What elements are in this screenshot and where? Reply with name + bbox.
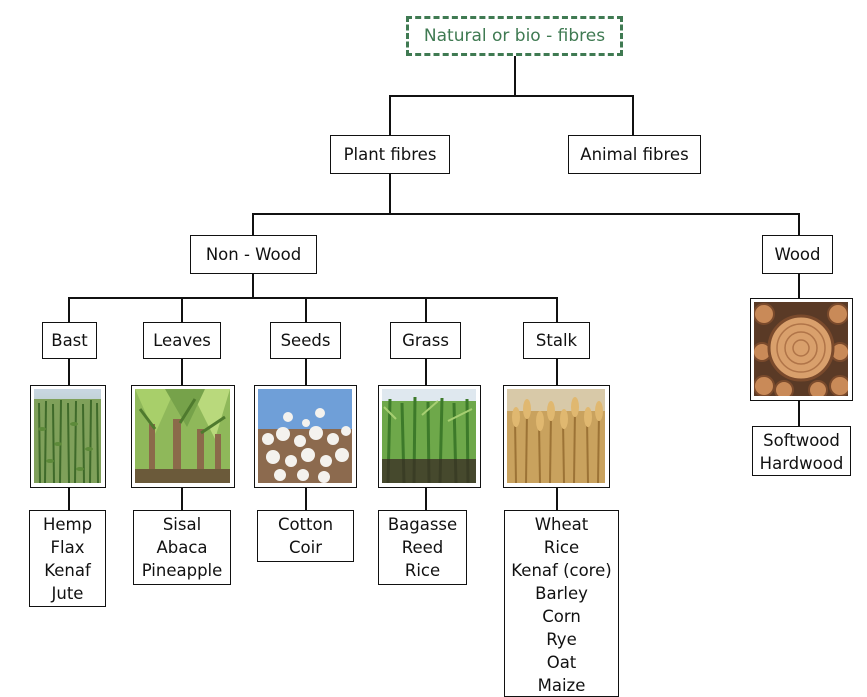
leaves-node: Leaves — [143, 322, 221, 359]
wood-node: Wood — [762, 235, 833, 274]
connector — [252, 213, 254, 235]
connector — [798, 273, 800, 298]
connector — [305, 358, 307, 385]
animal-fibres-node: Animal fibres — [568, 135, 701, 174]
list-item: Cotton — [277, 515, 334, 534]
log-pile-photo — [750, 298, 853, 401]
connector — [68, 358, 70, 385]
connector — [425, 487, 427, 510]
bast-node: Bast — [42, 322, 97, 359]
sugarcane-photo — [378, 385, 481, 488]
connector — [68, 297, 557, 299]
list-item: Maize — [537, 676, 586, 695]
connector — [181, 487, 183, 510]
list-item: Corn — [542, 607, 581, 626]
list-item: Bagasse — [387, 515, 458, 534]
wheat-field-photo — [503, 385, 610, 488]
list-item: Sisal — [162, 515, 202, 534]
list-item: Hardwood — [759, 454, 844, 473]
list-item: Kenaf (core) — [511, 561, 612, 580]
list-item: Rye — [546, 630, 577, 649]
stalk-node: Stalk — [523, 322, 590, 359]
grass-node: Grass — [390, 322, 461, 359]
bast-list: Hemp Flax Kenaf Jute — [29, 510, 106, 607]
connector — [632, 95, 634, 135]
banana-plant-photo — [131, 385, 235, 488]
list-item: Jute — [51, 584, 84, 603]
non-wood-node: Non - Wood — [190, 235, 317, 274]
list-item: Coir — [289, 538, 322, 557]
seeds-list: Cotton Coir — [257, 510, 354, 562]
connector — [252, 213, 799, 215]
connector — [305, 297, 307, 322]
list-item: Flax — [50, 538, 85, 557]
connector — [798, 400, 800, 426]
connector — [252, 273, 254, 298]
wood-list: Softwood Hardwood — [752, 426, 851, 476]
connector — [798, 213, 800, 235]
connector — [556, 487, 558, 510]
list-item: Barley — [535, 584, 588, 603]
seeds-node: Seeds — [270, 322, 341, 359]
list-item: Pineapple — [141, 561, 223, 580]
list-item: Kenaf — [44, 561, 91, 580]
list-item: Hemp — [42, 515, 93, 534]
list-item: Softwood — [763, 431, 840, 450]
hemp-stalks-photo — [30, 385, 106, 488]
list-item: Rice — [404, 561, 441, 580]
grass-list: Bagasse Reed Rice — [378, 510, 467, 585]
leaves-list: Sisal Abaca Pineapple — [133, 510, 231, 585]
cotton-bolls-photo — [254, 385, 357, 488]
connector — [181, 358, 183, 385]
stalk-list: Wheat Rice Kenaf (core) Barley Corn Rye … — [504, 510, 619, 697]
list-item: Abaca — [156, 538, 208, 557]
connector — [425, 297, 427, 322]
list-item: Oat — [546, 653, 577, 672]
root-node: Natural or bio - fibres — [406, 16, 623, 56]
connector — [68, 297, 70, 322]
connector — [556, 358, 558, 385]
connector — [389, 95, 391, 135]
plant-fibres-node: Plant fibres — [330, 135, 450, 174]
connector — [68, 487, 70, 510]
connector — [389, 95, 633, 97]
list-item: Wheat — [534, 515, 589, 534]
connector — [181, 297, 183, 322]
list-item: Rice — [543, 538, 580, 557]
connector — [389, 174, 391, 214]
connector — [514, 56, 516, 96]
connector — [305, 487, 307, 510]
list-item: Reed — [401, 538, 444, 557]
connector — [425, 358, 427, 385]
connector — [556, 297, 558, 322]
